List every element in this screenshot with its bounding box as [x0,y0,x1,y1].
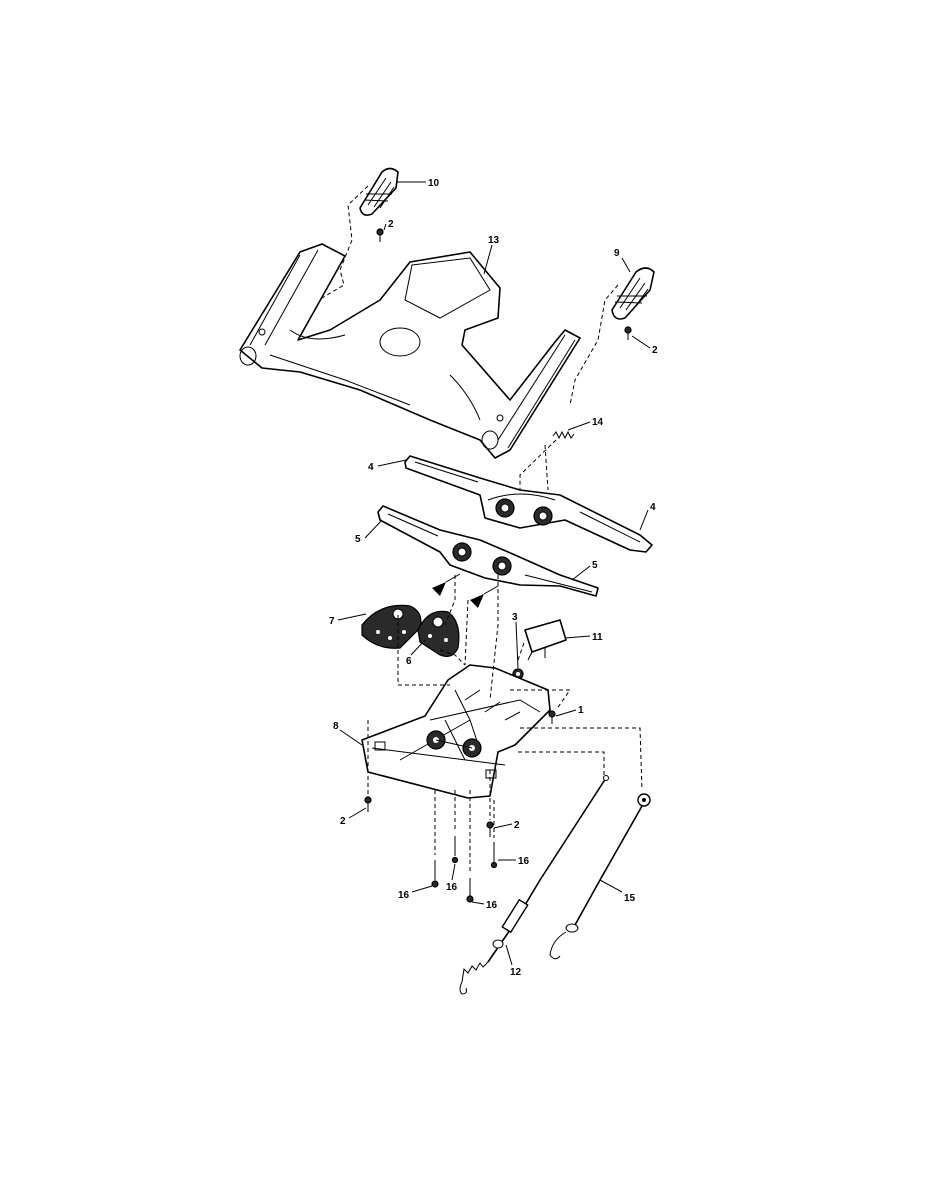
screw-part-16-c [466,878,474,903]
callout-10: 10 [428,178,440,189]
screw-part-16-b [451,836,459,864]
screw-part-1 [548,710,556,724]
callout-15: 15 [624,893,636,904]
callout-16-far-left: 16 [398,890,410,901]
part-6-cam [417,610,460,658]
callout-labels: 10 2 13 9 2 14 4 4 5 5 7 3 11 6 1 8 2 2 … [329,178,658,978]
part-7-cam [361,604,422,649]
screw-part-16-a [431,860,439,888]
screw-part-2-upper-right [624,326,632,340]
part-10-grip-pad-left [359,167,399,216]
part-13-handle-frame [239,243,581,459]
callout-13: 13 [488,235,500,246]
callout-3: 3 [512,612,518,623]
part-12-cable [459,775,609,995]
callout-16-right: 16 [518,856,530,867]
callout-1: 1 [578,705,584,716]
callout-14: 14 [592,417,604,428]
callout-2-base-right: 2 [514,820,520,831]
callout-2-base-left: 2 [340,816,346,827]
part-14-spring [552,430,575,440]
callout-4-right: 4 [650,502,656,513]
part-8-base-plate [361,664,551,799]
callout-5-left: 5 [355,534,361,545]
callout-9: 9 [614,248,620,259]
callout-16-lower: 16 [486,900,498,911]
part-4-control-lever [404,455,653,553]
callout-2-upper-right: 2 [652,345,658,356]
screw-part-16-d [490,842,498,869]
screw-part-2-base-right [486,821,494,837]
screw-part-2-base-left [364,796,372,812]
callout-7: 7 [329,616,335,627]
assembly-dashed-lines [321,185,643,874]
leader-lines [337,181,651,966]
callout-11: 11 [592,632,603,643]
callout-4-left: 4 [368,462,374,473]
callout-8: 8 [333,721,339,732]
part-15-cable [549,793,651,960]
part-11-bracket [524,619,567,661]
callout-2-upper-left: 2 [388,219,394,230]
direction-arrows [432,573,499,608]
screw-part-2-upper-left [376,228,384,242]
callout-16-mid: 16 [446,882,458,893]
part-9-grip-pad-right [611,267,655,320]
callout-12: 12 [510,967,522,978]
part-5-control-lever [377,505,599,597]
callout-6: 6 [406,656,412,667]
callout-5-right: 5 [592,560,598,571]
